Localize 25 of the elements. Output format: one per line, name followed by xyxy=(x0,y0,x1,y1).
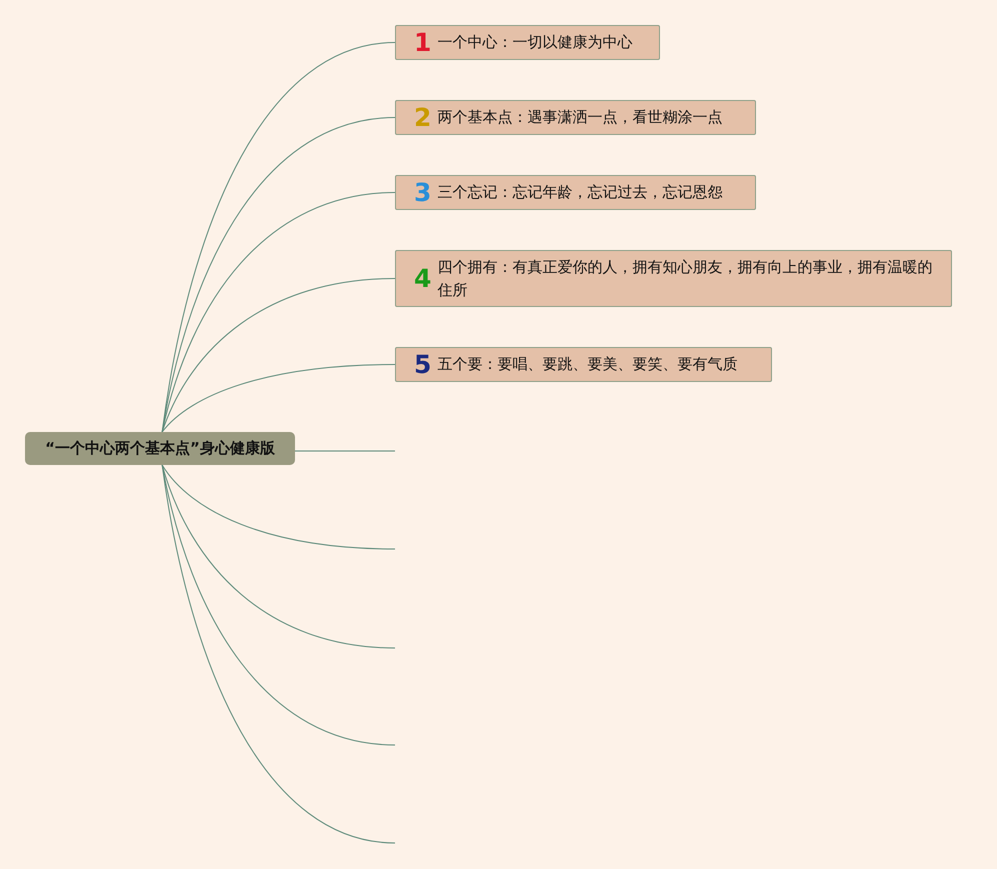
connector-line xyxy=(162,117,396,432)
connector-line xyxy=(162,464,396,550)
connector-line xyxy=(162,192,396,432)
item-number: 4 xyxy=(414,267,432,290)
item-number: 3 xyxy=(414,181,432,204)
connector-line xyxy=(162,364,396,432)
item-number: 5 xyxy=(414,353,432,376)
central-topic-box xyxy=(25,432,295,465)
topic-box xyxy=(395,250,952,307)
topic-text: 五个要：要唱、要跳、要美、要笑、要有气质 xyxy=(437,354,738,375)
item-number: 2 xyxy=(414,106,432,129)
title-text: “一个中心两个基本点”身心健康版 xyxy=(45,439,275,458)
topic-box xyxy=(395,175,756,210)
topic-text: 两个基本点：遇事潇洒一点，看世糊涂一点 xyxy=(437,107,722,128)
connector-line xyxy=(162,464,396,648)
topic-text: 四个拥有：有真正爱你的人，拥有知心朋友，拥有向上的事业，拥有温暖的住所 xyxy=(437,256,934,300)
connector-line xyxy=(162,464,396,844)
connector-line xyxy=(162,278,396,432)
topic-text: 三个忘记：忘记年龄，忘记过去，忘记恩怨 xyxy=(437,182,722,203)
topic-box xyxy=(395,25,660,60)
item-number: 1 xyxy=(414,31,432,54)
topic-text: 一个中心：一切以健康为中心 xyxy=(437,32,632,53)
topic-box xyxy=(395,100,756,135)
topic-box xyxy=(395,347,772,382)
connector-line xyxy=(294,450,396,452)
